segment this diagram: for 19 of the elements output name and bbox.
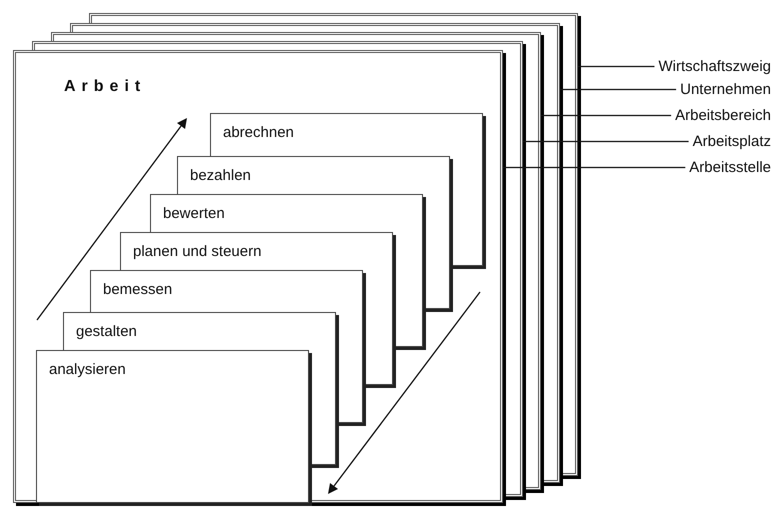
step-card (36, 350, 309, 503)
level-label: Wirtschaftszweig (658, 58, 771, 75)
sheet-title: Arbeit (64, 78, 146, 96)
leader-line (578, 66, 654, 68)
step-label: planen und steuern (133, 243, 262, 260)
leader-line (523, 140, 689, 142)
step-label: bezahlen (190, 167, 251, 184)
leader-line (541, 114, 672, 116)
leader-line (503, 166, 686, 168)
step-label: analysieren (49, 361, 126, 378)
leader-line (560, 88, 676, 90)
step-label: bewerten (163, 205, 225, 222)
level-label: Arbeitsbereich (675, 107, 771, 124)
level-label: Arbeitsplatz (692, 133, 771, 150)
level-label: Arbeitsstelle (689, 159, 771, 176)
step-label: abrechnen (223, 124, 294, 141)
step-label: gestalten (76, 323, 137, 340)
level-label: Unternehmen (680, 81, 771, 98)
step-label: bemessen (103, 281, 172, 298)
